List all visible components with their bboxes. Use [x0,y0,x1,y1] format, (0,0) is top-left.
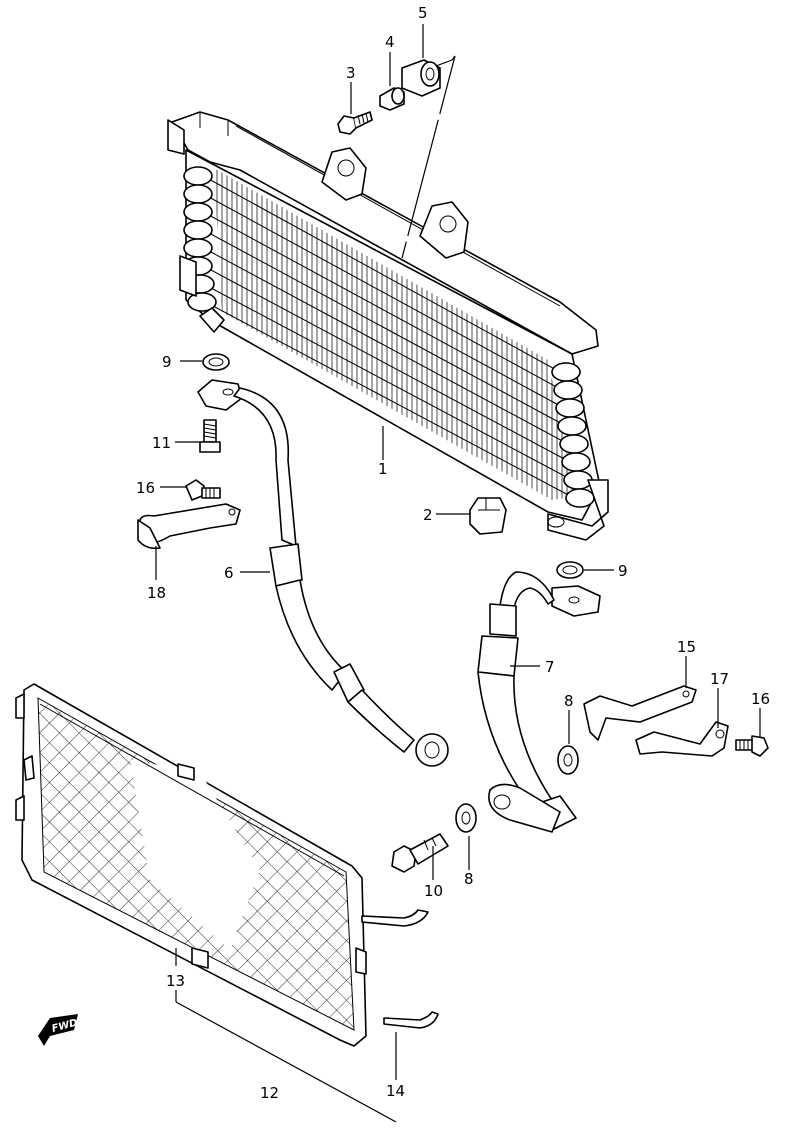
o-ring-9-right [556,561,584,579]
washer-8-lower [455,803,477,833]
rubber-cushion-2 [469,497,507,535]
callout-12: 12 [260,1084,279,1102]
bolt-16-right [735,735,769,757]
callout-8-lower: 8 [464,870,474,888]
callout-16-right: 16 [751,690,770,708]
fwd-arrow-icon: FWD [38,1014,79,1046]
callout-9-right: 9 [618,562,628,580]
bolt-16-left [185,479,221,501]
callout-2: 2 [423,506,433,524]
callout-1: 1 [378,460,388,478]
callout-labels: 1 2 3 4 5 6 7 8 8 9 9 10 11 12 13 14 15 … [136,4,770,1102]
oil-hose-6 [197,379,449,767]
bracket-15 [583,685,697,741]
callout-16-left: 16 [136,479,155,497]
callout-13: 13 [166,972,185,990]
union-bolt-10 [391,833,449,873]
bolt-11 [199,419,221,453]
callout-8-upper: 8 [564,692,574,710]
callout-11: 11 [152,434,171,452]
bracket-18 [137,503,241,550]
callout-10: 10 [424,882,443,900]
o-ring-9-upper [202,353,230,371]
oil-cooler-guard-13 [15,683,367,1047]
callout-6: 6 [224,564,234,582]
callout-3: 3 [346,64,356,82]
callout-7: 7 [545,658,555,676]
bolt-3 [337,111,373,135]
collar-4 [379,87,405,111]
callout-5: 5 [418,4,428,22]
callout-15: 15 [677,638,696,656]
clip-wire-14 [361,909,439,1029]
grommet-5 [401,59,441,97]
callout-9-upper: 9 [162,353,172,371]
callout-18: 18 [147,584,166,602]
oil-hose-7 [477,571,601,833]
leader-lines [155,24,761,1123]
bracket-17 [635,721,729,757]
callout-17: 17 [710,670,729,688]
callout-14: 14 [386,1082,405,1100]
washer-8-upper [557,745,579,775]
oil-cooler-core [167,111,609,541]
callout-4: 4 [385,33,395,51]
